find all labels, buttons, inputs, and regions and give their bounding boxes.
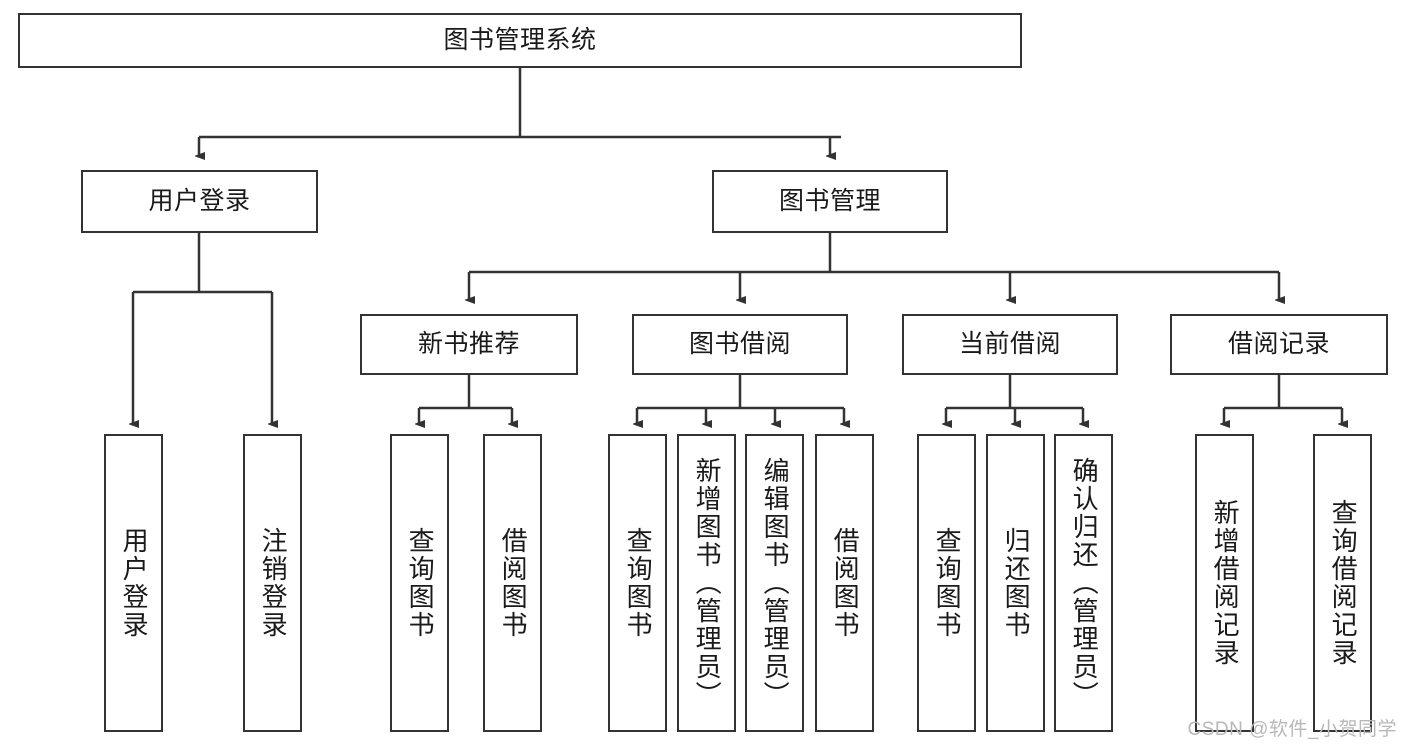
node-label: 确认归还（管理员） (1069, 457, 1100, 709)
leaf-query-book-1[interactable]: 查询图书 (390, 434, 449, 732)
leaf-add-borrow-record[interactable]: 新增借阅记录 (1195, 434, 1254, 732)
node-label: 图书管理 (778, 186, 881, 215)
leaf-edit-book-admin[interactable]: 编辑图书（管理员） (745, 434, 804, 732)
leaf-add-book-admin[interactable]: 新增图书（管理员） (677, 434, 736, 732)
node-new-book-recommend[interactable]: 新书推荐 (360, 314, 578, 375)
leaf-return-book[interactable]: 归还图书 (986, 434, 1045, 732)
node-label: 查询图书 (932, 527, 963, 639)
leaf-query-borrow-record[interactable]: 查询借阅记录 (1313, 434, 1372, 732)
node-label: 用户登录 (119, 527, 150, 639)
node-label: 查询图书 (405, 527, 436, 639)
node-label: 图书管理系统 (443, 25, 597, 54)
csdn-watermark: CSDN @软件_小贺同学 (1187, 719, 1397, 740)
leaf-borrow-book-2[interactable]: 借阅图书 (815, 434, 874, 732)
node-label: 图书借阅 (688, 329, 791, 358)
node-label: 编辑图书（管理员） (760, 457, 791, 709)
node-current-borrow[interactable]: 当前借阅 (902, 314, 1118, 375)
node-label: 借阅记录 (1227, 329, 1330, 358)
leaf-borrow-book-1[interactable]: 借阅图书 (483, 434, 542, 732)
node-label: 归还图书 (1001, 527, 1032, 639)
node-label: 新增图书（管理员） (692, 457, 723, 709)
node-label: 查询借阅记录 (1328, 499, 1359, 667)
leaf-logout-login[interactable]: 注销登录 (243, 434, 302, 732)
node-label: 当前借阅 (958, 329, 1061, 358)
node-book-borrow[interactable]: 图书借阅 (632, 314, 848, 375)
node-user-login[interactable]: 用户登录 (81, 170, 318, 233)
node-book-management[interactable]: 图书管理 (712, 170, 948, 233)
node-label: 查询图书 (623, 527, 654, 639)
leaf-query-book-2[interactable]: 查询图书 (608, 434, 667, 732)
node-label: 注销登录 (258, 527, 289, 639)
node-borrow-record[interactable]: 借阅记录 (1170, 314, 1388, 375)
node-label: 借阅图书 (830, 527, 861, 639)
leaf-query-book-3[interactable]: 查询图书 (917, 434, 976, 732)
node-label: 新书推荐 (417, 329, 520, 358)
leaf-confirm-return-admin[interactable]: 确认归还（管理员） (1054, 434, 1113, 732)
node-root-system[interactable]: 图书管理系统 (18, 13, 1022, 68)
node-label: 用户登录 (148, 186, 251, 215)
node-label: 新增借阅记录 (1210, 499, 1241, 667)
node-label: 借阅图书 (498, 527, 529, 639)
leaf-user-login[interactable]: 用户登录 (104, 434, 163, 732)
